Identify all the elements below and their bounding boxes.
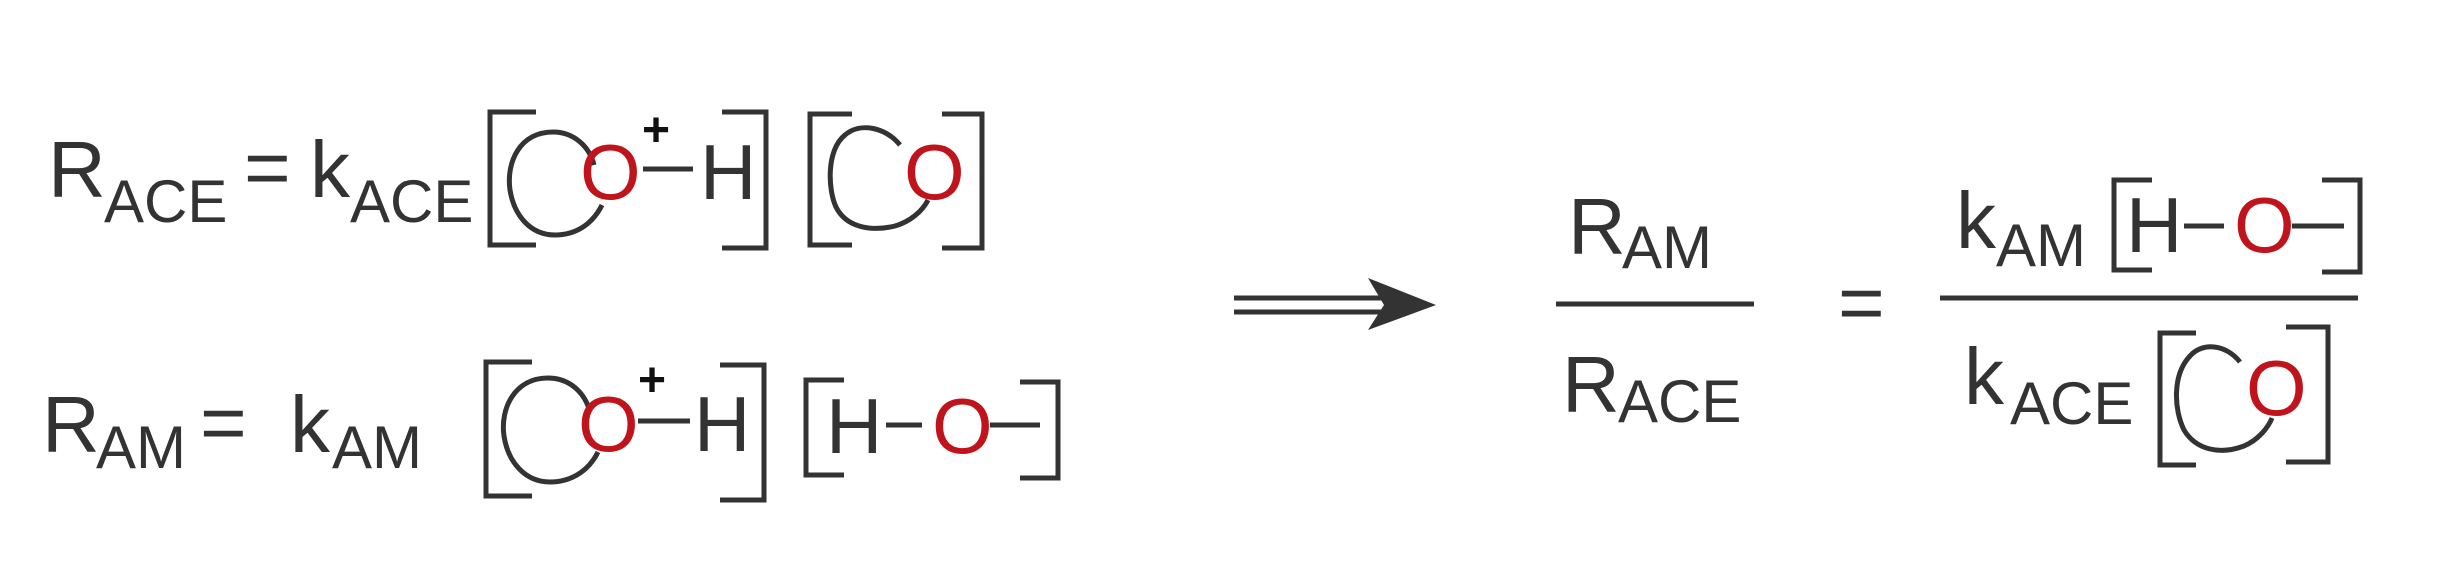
rate-constant: k (310, 125, 351, 214)
right-bracket (1020, 379, 1061, 481)
left-bracket (487, 109, 536, 248)
rate-ratio: R AM R ACE = k AM H O k ACE (1556, 176, 2363, 468)
right-bracket (2322, 177, 2363, 275)
oxygen-atom: O (904, 128, 965, 216)
equals-sign: = (1838, 258, 1885, 347)
plus-charge: + (642, 104, 670, 157)
numerator-rate-constant-subscript: AM (1996, 212, 2086, 279)
denominator-rate-constant: k (1964, 332, 2005, 421)
hydrogen-atom: H (694, 380, 750, 468)
ring-icon (827, 125, 931, 231)
denominator-rate-symbol: R (1562, 340, 1620, 429)
right-bracket (2286, 324, 2331, 465)
left-bracket (2111, 177, 2152, 273)
right-bracket (722, 109, 769, 251)
oxygen-atom: O (2246, 344, 2307, 432)
oxygen-atom: O (578, 380, 639, 468)
plus-charge: + (638, 354, 666, 407)
protonated-ether-bracket (483, 359, 767, 503)
rate-symbol: R (42, 380, 100, 469)
ether-bracket (2157, 324, 2331, 468)
equation-am: R AM = k AM O + H H O (42, 354, 1061, 503)
water-bracket (803, 377, 1061, 481)
protonated-ether-bracket (487, 109, 769, 251)
ring-icon (2174, 344, 2275, 453)
double-arrow-right-icon (1234, 278, 1436, 330)
equals-sign: = (200, 378, 247, 467)
rate-subscript: AM (96, 414, 186, 481)
denominator-rate-subscript: ACE (1618, 368, 1741, 435)
right-bracket (942, 111, 985, 251)
rate-constant-subscript: ACE (350, 168, 473, 235)
left-bracket (483, 359, 532, 499)
rate-constant: k (290, 380, 331, 469)
oxygen-atom: O (932, 382, 993, 470)
oxygen-atom: O (580, 128, 641, 216)
oxygen-atom: O (2234, 181, 2295, 269)
numerator-rate-subscript: AM (1622, 214, 1712, 281)
water-bracket (2111, 177, 2363, 275)
hydrogen-atom: H (826, 382, 882, 470)
right-bracket (720, 362, 767, 503)
rate-symbol: R (48, 125, 106, 214)
rate-constant-subscript: AM (332, 414, 422, 481)
left-bracket (807, 111, 852, 248)
numerator-rate-symbol: R (1568, 182, 1626, 271)
hydrogen-atom: H (2126, 181, 2182, 269)
ring-icon (500, 375, 601, 485)
numerator-rate-constant: k (1956, 176, 1997, 265)
equals-sign: = (244, 123, 291, 212)
denominator-rate-constant-subscript: ACE (2010, 370, 2133, 437)
left-bracket (803, 377, 844, 478)
equation-ace: R ACE = k ACE O + H O (48, 104, 985, 251)
ring-icon (506, 129, 605, 238)
left-bracket (2157, 330, 2196, 468)
ether-bracket (807, 111, 985, 251)
rate-subscript: ACE (104, 168, 227, 235)
hydrogen-atom: H (700, 128, 756, 216)
